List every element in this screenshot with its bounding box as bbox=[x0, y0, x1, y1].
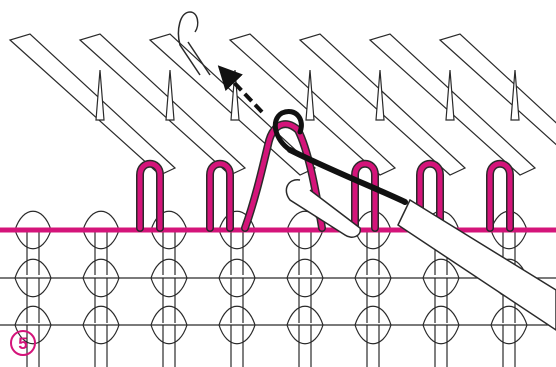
needle-loop-outline bbox=[355, 164, 375, 228]
needle-loop-outline bbox=[490, 164, 510, 228]
needle-bar bbox=[10, 34, 175, 175]
knitted-stitch-rows bbox=[0, 211, 556, 367]
machine-needles bbox=[10, 34, 556, 175]
needle-latch bbox=[166, 70, 174, 120]
needle-latch bbox=[96, 70, 104, 120]
pink-needle-loops bbox=[0, 164, 556, 230]
needle-loop-outline bbox=[210, 164, 230, 228]
needle-loop-outline bbox=[140, 164, 160, 228]
step-number-badge: 5 bbox=[10, 330, 36, 356]
